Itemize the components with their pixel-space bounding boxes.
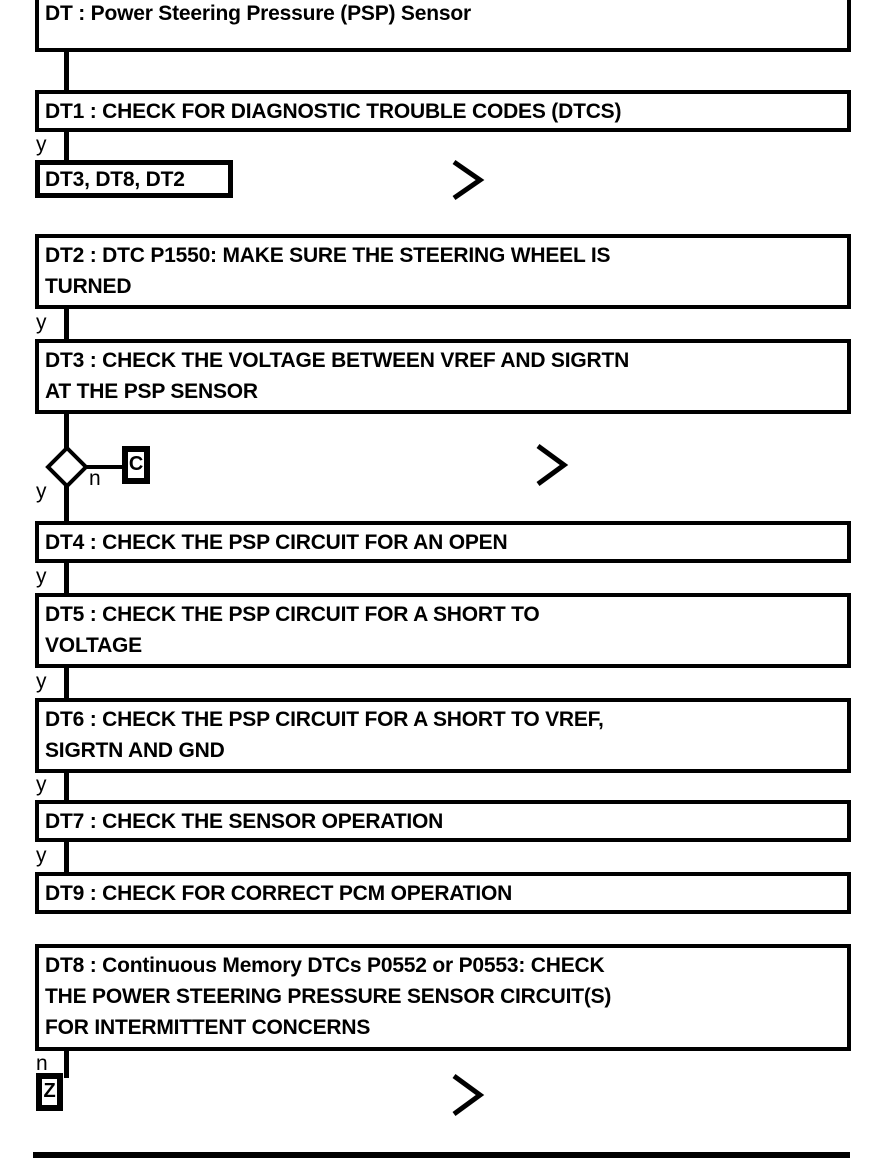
node-dt5[interactable]: DT5 : CHECK THE PSP CIRCUIT FOR A SHORT … (35, 593, 851, 668)
page-bottom-rule (33, 1152, 850, 1158)
node-dt1[interactable]: DT1 : CHECK FOR DIAGNOSTIC TROUBLE CODES… (35, 90, 851, 132)
branch-label-dt5-yes: y (36, 670, 47, 693)
branch-label-dt3-no: n (89, 467, 101, 490)
branch-label-dt1-yes: y (36, 133, 47, 156)
node-ref-z[interactable]: Z (36, 1073, 63, 1111)
branch-label-dt2-yes: y (36, 311, 47, 334)
node-dt3[interactable]: DT3 : CHECK THE VOLTAGE BETWEEN VREF AND… (35, 339, 851, 414)
branch-label-dt4-yes: y (36, 565, 47, 588)
node-dt4[interactable]: DT4 : CHECK THE PSP CIRCUIT FOR AN OPEN (35, 521, 851, 563)
branch-label-dt7-yes: y (36, 844, 47, 867)
connector-dt7-to-dt9 (64, 842, 69, 873)
connector-title-to-dt1 (64, 52, 69, 92)
connector-dt8-to-ref-z (64, 1051, 69, 1078)
connector-dt1-to-targets (64, 132, 69, 162)
node-ref-c[interactable]: C (122, 446, 150, 484)
chevron-right-icon-1 (446, 156, 490, 204)
branch-label-dt3-yes: y (36, 480, 47, 503)
connector-decision-to-dt4 (64, 484, 69, 527)
connector-dt3-to-decision (64, 414, 69, 450)
decision-diamond-dt3[interactable] (45, 445, 89, 489)
chevron-right-icon-2 (530, 440, 574, 490)
connector-dt4-to-dt5 (64, 563, 69, 594)
connector-decision-to-ref-c (86, 465, 124, 469)
connector-dt5-to-dt6 (64, 668, 69, 699)
branch-label-dt6-yes: y (36, 773, 47, 796)
node-dt6[interactable]: DT6 : CHECK THE PSP CIRCUIT FOR A SHORT … (35, 698, 851, 773)
connector-dt2-to-dt3 (64, 309, 69, 340)
connector-dt6-to-dt7 (64, 773, 69, 801)
node-dt1-targets[interactable]: DT3, DT8, DT2 (35, 160, 233, 198)
node-dt8[interactable]: DT8 : Continuous Memory DTCs P0552 or P0… (35, 944, 851, 1051)
chevron-right-icon-3 (446, 1070, 490, 1120)
node-dt7[interactable]: DT7 : CHECK THE SENSOR OPERATION (35, 800, 851, 842)
node-dt2[interactable]: DT2 : DTC P1550: MAKE SURE THE STEERING … (35, 234, 851, 309)
node-title-psp-sensor[interactable]: DT : Power Steering Pressure (PSP) Senso… (35, 0, 851, 52)
branch-label-dt8-no: n (36, 1052, 48, 1075)
node-dt9[interactable]: DT9 : CHECK FOR CORRECT PCM OPERATION (35, 872, 851, 914)
